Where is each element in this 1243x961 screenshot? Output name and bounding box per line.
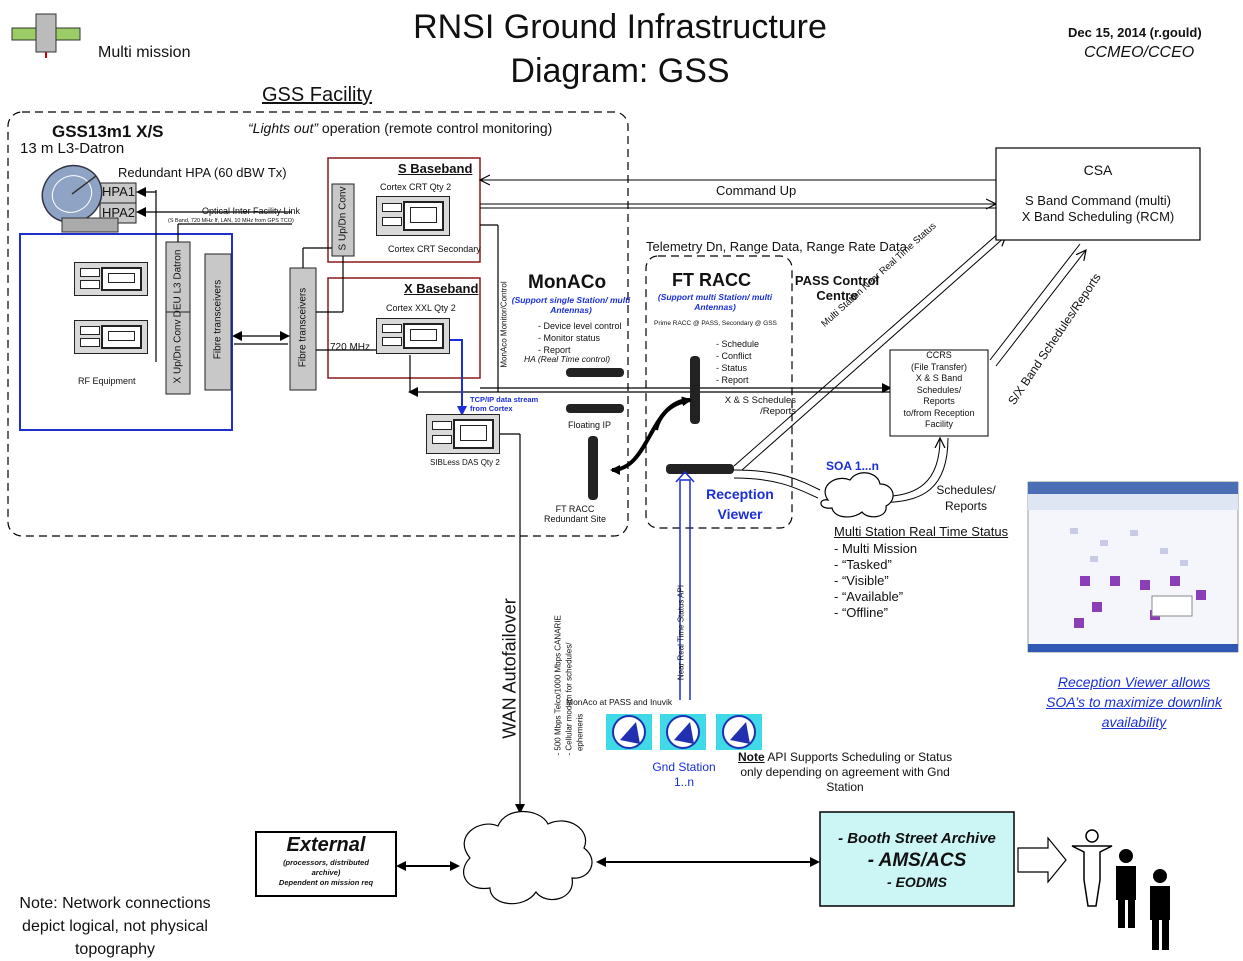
network-note: Note: Network connections depict logical… <box>0 892 230 961</box>
ftracc-red-label: FT RACC Redundant Site <box>542 504 608 525</box>
lan-bar-3 <box>588 436 598 500</box>
page-title-line1: RNSI Ground Infrastructure <box>330 8 910 47</box>
gss13-label: GSS13m1 X/S <box>52 122 164 142</box>
cortex-xxl-label: Cortex XXL Qty 2 <box>386 303 456 313</box>
schedule-screenshot <box>1028 482 1238 652</box>
lan-bar-1 <box>566 368 624 377</box>
monaco-ha-label: HA (Real Time control) <box>524 355 610 365</box>
reception-viewer-label: Reception Viewer <box>688 484 792 524</box>
note-api: Note API Supports Scheduling or Status o… <box>738 750 952 795</box>
sibless-label: SIBLess DAS Qty 2 <box>430 458 500 467</box>
soa-label: SOA 1...n <box>826 460 879 474</box>
lan-bar-5 <box>666 464 734 474</box>
org-label: CCMEO/CCEO <box>1084 44 1194 62</box>
ccrs-text: CCRS (File Transfer) X & S Band Schedule… <box>890 350 988 431</box>
lan-bar-4 <box>690 356 700 424</box>
cortex-xxl-device <box>376 318 450 354</box>
wan-list: - 500 Mbps Telco/1000 Mbps CANARIE - Cel… <box>553 566 586 756</box>
lights-out-label: “Lights out” operation (remote control m… <box>248 120 552 136</box>
monaco-pass-label: MonAco at PASS and Inuvik <box>566 698 672 708</box>
prime-racc-label: Prime RACC @ PASS, Secondary @ GSS <box>654 320 777 327</box>
lan-bar-2 <box>566 404 624 413</box>
monaco-title: MonACo <box>528 272 606 294</box>
gnd-station-icon-3 <box>716 714 762 750</box>
page-title-line2: Diagram: GSS <box>330 52 910 91</box>
date-label: Dec 15, 2014 (r.gould) <box>1068 26 1202 41</box>
ms-rt-status-title: Multi Station Real Time Status <box>834 525 1008 540</box>
csa-title: CSA <box>996 162 1200 178</box>
satellite-icon <box>12 14 80 58</box>
fibre-label-2: Fibre transceivers <box>298 278 309 378</box>
gnd-station-label: Gnd Station 1..n <box>642 760 726 790</box>
rf-device-1 <box>74 262 148 296</box>
xupdn-label: X Up/Dn Conv <box>173 312 184 392</box>
ams-label: - AMS/ACS <box>820 850 1014 872</box>
cortex-crt-sec-label: Cortex CRT Secondary <box>388 244 481 254</box>
wan-label: WAN Autofailover <box>500 589 521 749</box>
tcpip-label: TCP/IP data stream from Cortex <box>470 396 554 413</box>
mhz720-label: 720 MHz <box>330 342 370 354</box>
fibre-label-1: Fibre transceivers <box>213 270 224 370</box>
monaco-vert-label: MonAco Monitor/Control <box>500 265 509 385</box>
gnd-station-icon-2 <box>660 714 706 750</box>
schedules-reports-label: Schedules/ Reports <box>930 482 1002 514</box>
monaco-list: - Device level control - Monitor status … <box>538 320 622 356</box>
l3datron-label: 13 m L3-Datron <box>20 140 124 157</box>
x-baseband-label: X Baseband <box>404 282 478 297</box>
people-icon <box>1072 830 1170 950</box>
hpa1-label: HPA1 <box>102 185 135 200</box>
gnd-station-icon-1 <box>606 714 652 750</box>
nrt-api-label: Near Real Time Status API <box>677 578 686 688</box>
rf-device-2 <box>74 320 148 354</box>
booth-label: - Booth Street Archive <box>820 830 1014 847</box>
csa-line2: X Band Scheduling (RCM) <box>996 210 1200 225</box>
command-up-label: Command Up <box>716 184 796 199</box>
rv-allows-label: Reception Viewer allows SOA’s to maximiz… <box>1032 672 1236 732</box>
ftracc-title: FT RACC <box>672 270 751 291</box>
sibless-device <box>426 414 500 454</box>
multi-mission-label: Multi mission <box>98 44 190 62</box>
redundant-hpa-label: Redundant HPA (60 dBW Tx) <box>118 166 287 181</box>
outline-arrow <box>1018 838 1066 882</box>
external-sub: (processors, distributed archive) Depend… <box>256 858 396 888</box>
hpa2-label: HPA2 <box>102 206 135 221</box>
soa-cloud <box>821 473 893 517</box>
monaco-sub: (Support single Station/ multi Antennas) <box>510 296 632 316</box>
rf-equipment-label: RF Equipment <box>78 376 136 386</box>
gss-facility-label: GSS Facility <box>262 84 372 107</box>
floating-ip-label: Floating IP <box>568 420 611 430</box>
ftracc-sub: (Support multi Station/ multi Antennas) <box>652 293 778 313</box>
eodms-label: - EODMS <box>820 874 1014 890</box>
csa-line1: S Band Command (multi) <box>996 194 1200 209</box>
optical-sub-label: (S Band, 720 MHz If, LAN, 10 MHz from GP… <box>168 218 294 224</box>
wan-cloud <box>464 812 592 904</box>
ftracc-list: - Schedule - Conflict - Status - Report <box>716 338 759 386</box>
external-title: External <box>256 834 396 857</box>
supdn-label: S Up/Dn Conv <box>338 179 349 259</box>
cortex-crt-label: Cortex CRT Qty 2 <box>380 182 451 192</box>
cortex-crt-device <box>376 196 450 236</box>
telemetry-label: Telemetry Dn, Range Data, Range Rate Dat… <box>646 240 907 255</box>
ms-rt-status-list: - Multi Mission - “Tasked” - “Visible” -… <box>834 541 917 621</box>
optical-link-label: Optical Inter Facility Link <box>202 206 300 216</box>
s-baseband-label: S Baseband <box>398 162 472 177</box>
xs-schedules-label: X & S Schedules /Reports <box>712 396 796 418</box>
